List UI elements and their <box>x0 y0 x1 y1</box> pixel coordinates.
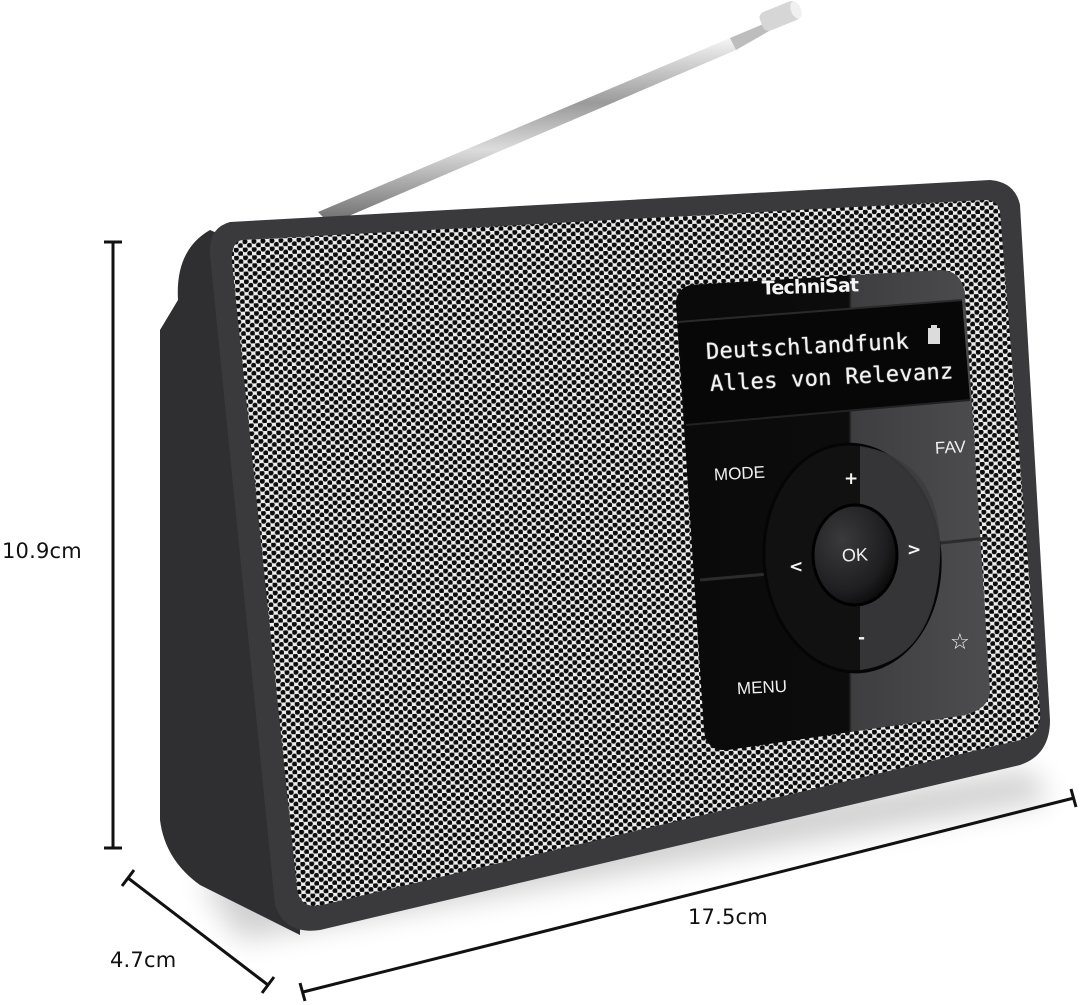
depth-label: 4.7cm <box>110 948 177 972</box>
dimension-lines <box>104 240 1078 1002</box>
antenna <box>318 1 802 224</box>
left-arrow-button[interactable]: < <box>789 557 804 577</box>
control-panel <box>675 270 990 751</box>
volume-up-button[interactable]: + <box>844 469 859 489</box>
menu-button[interactable]: MENU <box>736 676 788 699</box>
width-label: 17.5cm <box>688 905 768 929</box>
battery-icon <box>928 328 940 344</box>
mode-button[interactable]: MODE <box>713 462 766 485</box>
fav-button[interactable]: FAV <box>934 437 967 458</box>
height-label: 10.9cm <box>2 539 82 563</box>
right-arrow-button[interactable]: > <box>907 540 922 560</box>
volume-down-button[interactable]: - <box>858 628 866 648</box>
star-icon[interactable]: ☆ <box>950 630 970 655</box>
ok-button-shape[interactable] <box>811 503 899 607</box>
ok-button[interactable]: OK <box>841 544 869 566</box>
